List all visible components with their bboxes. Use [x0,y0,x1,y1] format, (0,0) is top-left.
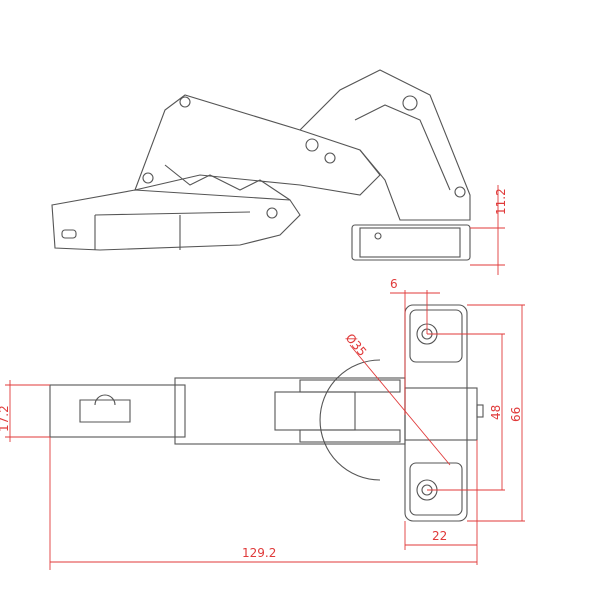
dim-48: 48 [489,405,503,420]
dim-66: 66 [509,407,523,422]
hinge-side-view [51,69,471,261]
dim-6: 6 [390,277,398,291]
dim-17-2: 17.2 [0,405,11,432]
hinge-top-view [49,304,484,522]
dimension-lines: 6 Ø35 17.2 48 66 22 129.2 [0,277,525,570]
dim-diameter-35: Ø35 [343,331,370,359]
dim-129-2: 129.2 [242,546,276,560]
dim-22: 22 [432,529,447,543]
dim-11-2: 11.2 [494,188,508,215]
dimension-side-height: 11.2 [470,185,508,275]
